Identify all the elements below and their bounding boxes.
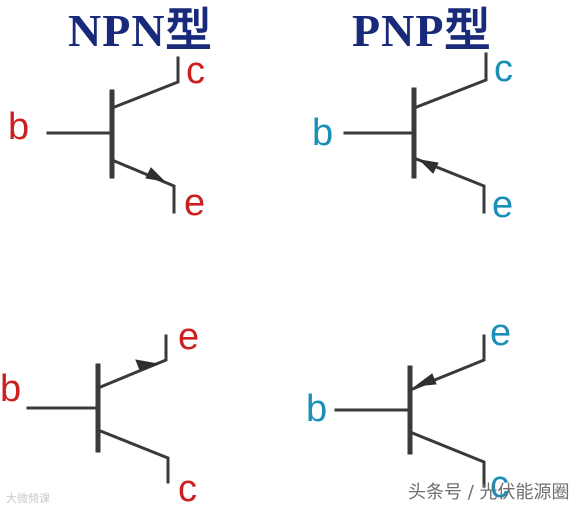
npn-symbol-bottom — [26, 334, 170, 484]
bl-emitter-label: e — [178, 316, 200, 358]
tr-base-label: b — [312, 112, 334, 154]
pnp-title: PNP型 — [352, 5, 492, 56]
emitter-arrow — [145, 167, 166, 182]
tl-base-label: b — [8, 106, 30, 148]
emitter-lead — [412, 156, 486, 214]
watermark-right: 头条号 / 光伏能源圈 — [408, 482, 570, 503]
pnp-symbol-top — [343, 52, 488, 214]
tl-emitter-label: e — [184, 182, 206, 224]
br-emitter-label: e — [490, 312, 512, 354]
emitter-lead — [110, 158, 176, 214]
npn-symbol-top — [46, 56, 180, 214]
emitter-arrow — [135, 359, 159, 371]
bl-base-label: b — [0, 368, 22, 410]
tr-emitter-label: e — [492, 184, 514, 226]
collector-lead — [408, 430, 486, 488]
br-collector-label: c — [490, 464, 509, 506]
emitter-arrow — [414, 373, 437, 387]
collector-lead — [96, 428, 170, 484]
npn-title: NPN型 — [68, 5, 213, 56]
emitter-arrow — [418, 159, 439, 174]
pnp-symbol-bottom — [334, 334, 486, 488]
emitter-lead — [96, 334, 168, 390]
tr-collector-label: c — [494, 48, 513, 90]
collector-lead — [110, 56, 180, 110]
collector-lead — [412, 52, 488, 110]
bl-collector-label: c — [178, 468, 197, 510]
br-base-label: b — [306, 388, 328, 430]
watermark-left: 大微频课 — [6, 493, 50, 505]
tl-collector-label: c — [186, 50, 205, 92]
